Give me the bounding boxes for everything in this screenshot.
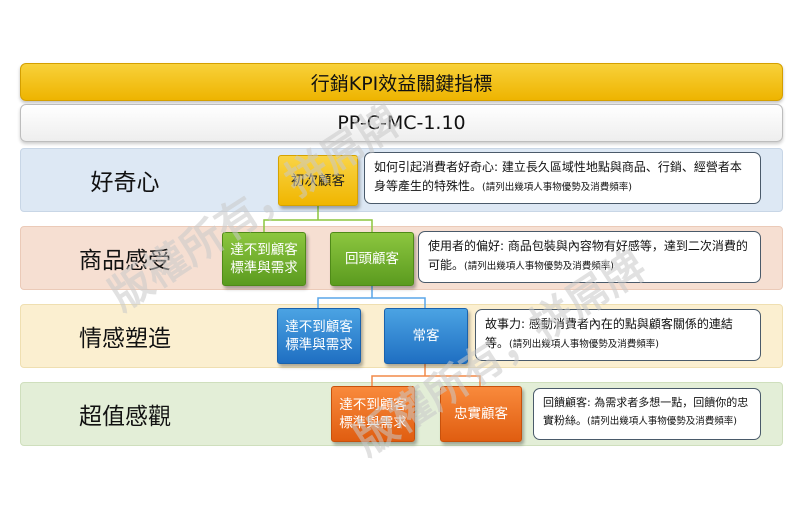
node-loyal-customer: 忠實顧客 (440, 386, 522, 442)
description-note: (請列出幾項人事物優勢及消費頻率) (464, 261, 614, 272)
description-text: 回饋顧客: 為需求者多想一點，回饋你的忠實粉絲。 (543, 396, 749, 427)
row-label-emotion: 情感塑造 (79, 326, 171, 352)
node-below-standard-3: 達不到顧客標準與需求 (277, 308, 361, 364)
description-note: (請列出幾項人事物優勢及消費頻率) (587, 416, 737, 427)
node-below-standard-2: 達不到顧客標準與需求 (222, 232, 306, 286)
row-label-curiosity: 好奇心 (90, 170, 160, 196)
diagram-title: 行銷KPI效益關鍵指標 (20, 63, 783, 101)
row-label-product-feel: 商品感受 (79, 248, 171, 274)
row-label-value: 超值感觀 (79, 404, 171, 430)
description-text: 故事力: 感動消費者內在的點與顧客關係的連結等。 (485, 317, 733, 350)
description-note: (請列出幾項人事物優勢及消費頻率) (509, 339, 659, 350)
node-first-time-customer: 初次顧客 (278, 155, 358, 206)
description-text: 如何引起消費者好奇心: 建立長久區域性地點與商品、行銷、經營者本身等產生的特殊性… (374, 160, 742, 193)
description-product-feel: 使用者的偏好: 商品包裝與內容物有好感等，達到二次消費的可能。(請列出幾項人事物… (418, 231, 761, 283)
description-text: 使用者的偏好: 商品包裝與內容物有好感等，達到二次消費的可能。 (428, 239, 748, 272)
node-regular-customer: 常客 (384, 308, 468, 364)
description-curiosity: 如何引起消費者好奇心: 建立長久區域性地點與商品、行銷、經營者本身等產生的特殊性… (364, 152, 761, 204)
description-note: (請列出幾項人事物優勢及消費頻率) (482, 182, 632, 193)
node-below-standard-4: 達不到顧客標準與需求 (331, 386, 415, 442)
description-emotion: 故事力: 感動消費者內在的點與顧客關係的連結等。(請列出幾項人事物優勢及消費頻率… (475, 309, 761, 361)
node-returning-customer: 回頭顧客 (330, 232, 414, 286)
document-code: PP-C-MC-1.10 (20, 104, 783, 142)
description-value: 回饋顧客: 為需求者多想一點，回饋你的忠實粉絲。(請列出幾項人事物優勢及消費頻率… (533, 388, 761, 440)
